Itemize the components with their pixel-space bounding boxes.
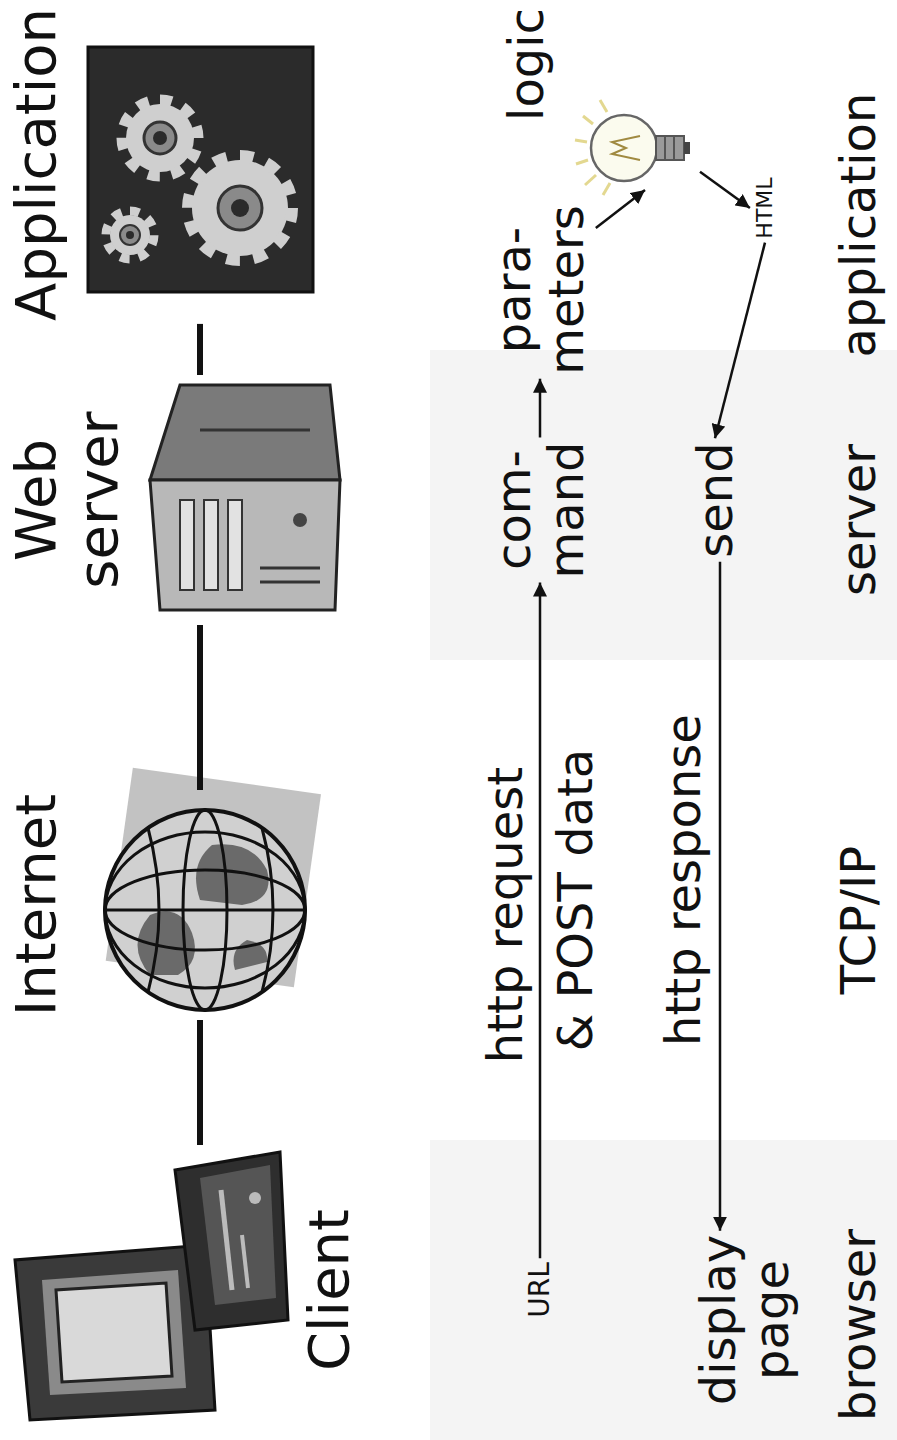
side-panel-line (200, 429, 310, 432)
connector (539, 583, 542, 1259)
drive-bay (180, 500, 194, 590)
glow-ray (600, 100, 607, 112)
meridian (105, 832, 305, 988)
flow-step: display page (689, 1231, 801, 1409)
monitor-bezel (42, 1270, 186, 1395)
vent (260, 567, 320, 570)
globe-sphere (105, 810, 305, 1010)
base-front (200, 1165, 276, 1305)
drive-slot (221, 1190, 232, 1290)
screw-ridge (664, 136, 666, 160)
parallel (262, 828, 273, 992)
node-label: Internet (5, 794, 67, 1016)
gear-hole (126, 231, 134, 239)
application-gears (88, 47, 313, 292)
message-label: http response (657, 710, 710, 1050)
message-label: http request (479, 763, 532, 1067)
bulb-screw (656, 136, 684, 160)
glow-ray (576, 160, 588, 164)
power-button (249, 1192, 261, 1204)
glow-ray (603, 183, 610, 195)
connector (197, 625, 203, 790)
connector (719, 562, 722, 1231)
application-node: Application (5, 5, 320, 324)
server-tower (150, 385, 340, 610)
gear-hub (144, 122, 176, 154)
gear-hub (120, 225, 140, 245)
gear-hub (218, 186, 262, 230)
parallel (183, 810, 227, 1010)
flow-step: send (686, 438, 745, 561)
node-label: URL (525, 1262, 556, 1318)
power-button (293, 513, 307, 527)
layer-label: TCP/IP (832, 842, 885, 998)
gear-teeth (106, 211, 154, 259)
glow-ray (585, 175, 596, 185)
connector (197, 324, 203, 375)
connector (197, 1020, 203, 1145)
monitor (15, 1245, 215, 1420)
flow-step: com- mand (484, 437, 596, 582)
column-band (430, 1140, 897, 1440)
node-label: Client (298, 1209, 360, 1371)
web-server-node: Web server (5, 375, 345, 625)
gear-hole (153, 131, 167, 145)
node-label: logic (500, 8, 553, 121)
drive-slot (242, 1235, 248, 1288)
flow-step: HTML (750, 173, 780, 242)
layer-label: application (832, 89, 885, 362)
meridian (105, 870, 305, 950)
monitor-screen (56, 1283, 172, 1382)
connector (700, 172, 750, 208)
node-label: display page (692, 1235, 798, 1405)
vent (260, 581, 320, 584)
glow-ray (575, 140, 587, 142)
node-label: send (689, 442, 742, 557)
node-label: Web server (5, 411, 128, 588)
drive-bay (228, 500, 242, 590)
flow-step: URL (522, 1258, 559, 1322)
connector (596, 190, 645, 228)
drive-bay (204, 500, 218, 590)
gear-teeth (188, 156, 292, 260)
application-panel (88, 47, 313, 292)
node-label: para- meters (487, 205, 593, 374)
client-computer (15, 1152, 288, 1420)
node-label: com- mand (487, 441, 593, 578)
node-label: Application (5, 8, 67, 321)
client-node: Client (5, 1145, 360, 1435)
gear-hole (231, 199, 249, 217)
parallel (148, 828, 159, 992)
screw-ridge (673, 136, 675, 160)
light-bulb (575, 100, 690, 195)
internet-node: Internet (5, 790, 310, 1020)
column-band (430, 350, 897, 660)
connector (715, 243, 765, 439)
base-unit (175, 1152, 288, 1330)
connector (539, 379, 542, 438)
node-label: HTML (753, 177, 777, 238)
bulb-tip (684, 142, 690, 154)
server-side (150, 385, 340, 480)
server-front (150, 480, 340, 610)
flow-step: para- meters (484, 201, 596, 378)
layer-label: browser (832, 1225, 885, 1425)
bulb-glass (591, 115, 657, 181)
globe (105, 768, 321, 1010)
message-label: & POST data (549, 745, 602, 1056)
logic-node: logic (500, 8, 700, 190)
meridian (105, 909, 305, 912)
gear (110, 215, 150, 255)
layer-label: server (832, 440, 885, 600)
glow-ray (583, 116, 593, 124)
filament (612, 136, 640, 160)
gear-teeth (122, 100, 198, 176)
